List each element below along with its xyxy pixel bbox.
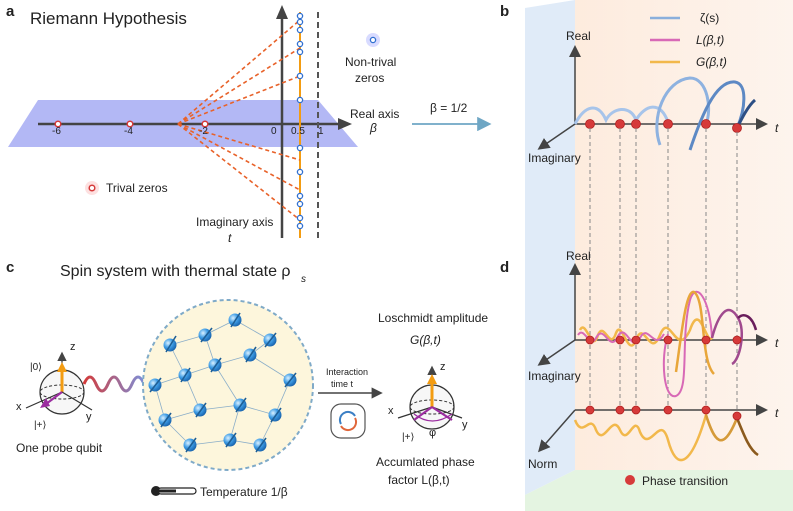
b-axis-real-label: Real <box>566 29 591 43</box>
tick-neg4: -4 <box>124 126 133 137</box>
cycle-icon <box>330 403 366 439</box>
d-imag-axis <box>537 339 576 366</box>
trivial-legend-marker <box>88 184 96 192</box>
tick-1: 1 <box>318 126 324 137</box>
b-zeta-curve-4 <box>688 80 746 151</box>
panel-b: b Real Imaginary t ζ(s) L(β,t) G(β,t) <box>500 3 779 416</box>
trivial-zeros <box>54 120 209 128</box>
legend-G: G(β,t) <box>696 55 727 69</box>
probe-bloch-sphere <box>25 351 93 415</box>
d-zeros-upper <box>585 335 742 345</box>
trivial-label: Trival zeros <box>106 181 168 195</box>
b-legend: ζ(s) L(β,t) G(β,t) <box>650 11 727 69</box>
panel-b-letter: b <box>500 3 509 20</box>
phase-label-1: Accumlated phase <box>376 455 475 469</box>
legend-L: L(β,t) <box>696 33 724 47</box>
temperature-label: Temperature 1/β <box>200 485 288 499</box>
d-axis-t-label: t <box>775 336 779 350</box>
back-wall <box>575 0 793 470</box>
panel-d-letter: d <box>500 259 509 276</box>
tick-0-5: 0.5 <box>291 126 305 137</box>
probe-ketplus: |+⟩ <box>34 420 46 431</box>
spins <box>148 312 297 453</box>
legend-zeta: ζ(s) <box>700 11 719 25</box>
panel-c: c Spin system with thermal state ρ s z x… <box>6 259 488 499</box>
tick-neg6: -6 <box>52 126 61 137</box>
b-axis-imag-label: Imaginary <box>528 151 581 165</box>
probe-label: One probe qubit <box>16 441 103 455</box>
b-imag-axis <box>537 123 576 150</box>
panel-a-title: Riemann Hypothesis <box>30 9 187 28</box>
d-zeros-lower <box>585 405 742 421</box>
d-axis-real-label: Real <box>566 249 591 263</box>
real-axis-label: Real axis <box>350 107 399 121</box>
left-wall <box>525 0 575 495</box>
b-to-d-connectors <box>589 128 738 416</box>
result-axis-x: x <box>388 405 394 417</box>
nontrivial-label-1: Non-trival <box>345 55 396 69</box>
probe-axis-y: y <box>86 411 92 423</box>
b-zeros <box>585 119 742 133</box>
panel-d: d Real Imaginary t Norm t <box>500 249 779 488</box>
d-L-curve-loop <box>662 290 713 398</box>
tick-0: 0 <box>271 126 277 137</box>
d-axis-imag-label: Imaginary <box>528 369 581 383</box>
phase-label-2: factor L(β,t) <box>388 473 450 487</box>
nontrivial-legend-marker <box>369 36 377 44</box>
b-zeta-curve-2 <box>634 105 670 123</box>
loschmidt-label-2: G(β,t) <box>410 333 441 347</box>
b-axis-t-label: t <box>775 121 779 135</box>
result-axis-z: z <box>440 361 446 373</box>
b-zeta-curve-1 <box>573 106 638 125</box>
imag-axis-label: Imaginary axis <box>196 215 273 229</box>
loschmidt-label-1: Loschmidt amplitude <box>378 311 488 325</box>
result-ketplus: |+⟩ <box>402 432 414 443</box>
phase-angle: φ <box>429 427 436 439</box>
panel-a: a Riemann Hypothesis <box>6 3 492 245</box>
d-L-curve-end <box>737 314 758 331</box>
imaginary-axis-arrowhead <box>276 5 288 19</box>
panel-a-letter: a <box>6 3 15 20</box>
d-norm-t-label: t <box>775 406 779 420</box>
floor <box>525 470 793 511</box>
result-bloch-sphere <box>397 365 463 430</box>
probe-axis-z: z <box>70 341 76 353</box>
panel-c-letter: c <box>6 259 14 276</box>
thermometer-icon <box>151 486 197 496</box>
map-arrow-label: β = 1/2 <box>430 101 468 115</box>
result-axis-y: y <box>462 419 468 431</box>
imag-axis-symbol: t <box>228 231 232 245</box>
panel-c-title: Spin system with thermal state ρ <box>60 263 291 280</box>
d-norm-axis <box>538 409 576 453</box>
zeta-mapping-lines <box>177 19 301 221</box>
d-G-curve-loop <box>674 290 716 375</box>
d-norm-curve-mid <box>704 414 739 442</box>
real-axis-symbol: β <box>369 121 377 135</box>
interaction-label-2: time t <box>331 379 354 389</box>
nontrivial-zeros <box>296 12 304 230</box>
interaction-label-1: Interaction <box>326 367 368 377</box>
nontrivial-label-2: zeros <box>355 71 384 85</box>
coupling-wave <box>82 375 146 393</box>
probe-axis-x: x <box>16 401 22 413</box>
d-norm-curve-end <box>735 417 759 457</box>
real-axis-arrowhead <box>338 118 352 130</box>
real-axis-ticks: -6 -4 -2 0 0.5 1 <box>52 126 324 137</box>
phase-transition-marker <box>625 475 635 485</box>
probe-ket0: |0⟩ <box>30 362 42 373</box>
phase-transition-label: Phase transition <box>642 474 728 488</box>
panel-c-title-sub: s <box>301 274 306 285</box>
d-axis-norm-label: Norm <box>528 457 557 471</box>
tick-neg2: -2 <box>199 126 208 137</box>
